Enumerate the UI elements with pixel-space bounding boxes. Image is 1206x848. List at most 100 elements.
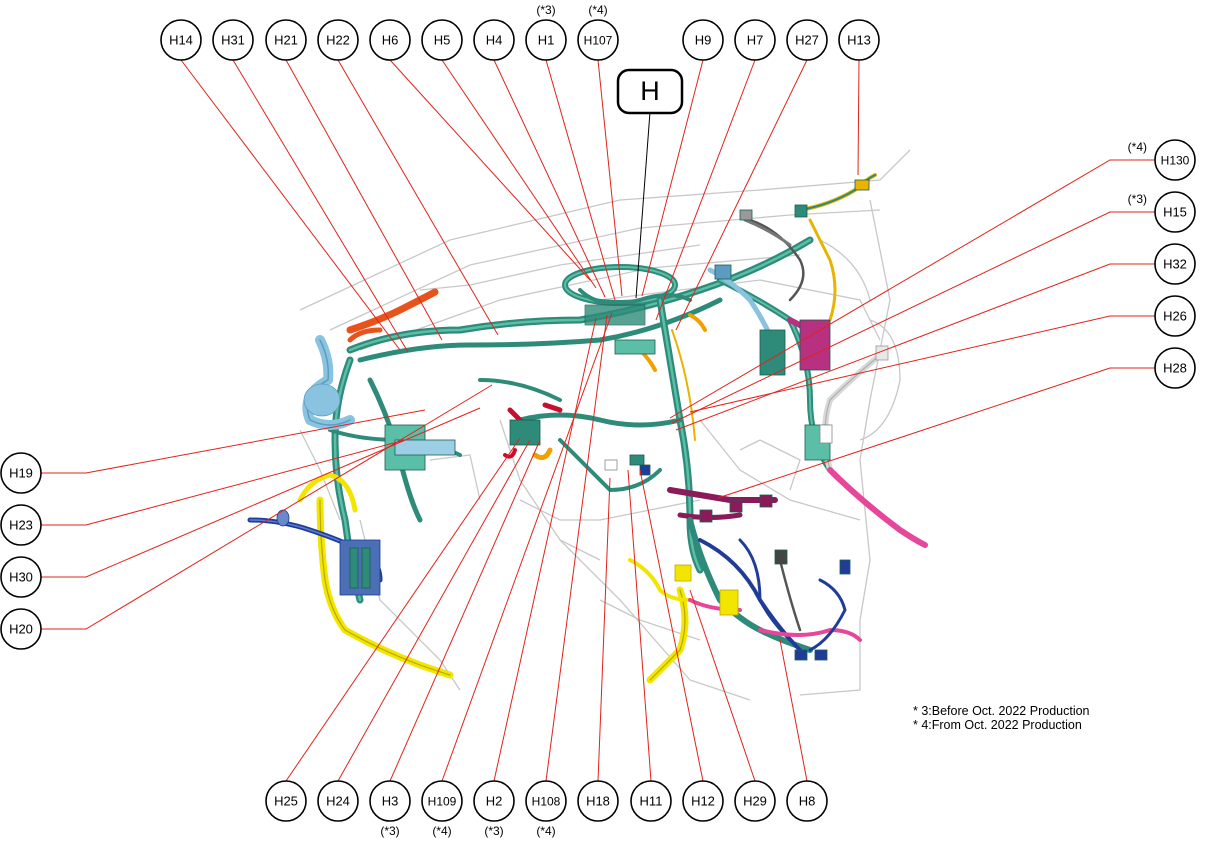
callout-circle [786, 780, 828, 822]
callout-label: H130 [1161, 154, 1190, 168]
connector-callout-h1: H1(*3) [525, 3, 567, 61]
connector-blocks [276, 179, 889, 661]
connector-callout-h9: H9 [682, 19, 724, 61]
connector-callout-h28: H28 [1154, 347, 1196, 389]
note-4: * 4:From Oct. 2022 Production [913, 718, 1082, 732]
callout-circle [0, 608, 42, 650]
leader-h21 [285, 59, 443, 341]
callout-label: H1 [538, 33, 555, 48]
callout-label: H20 [9, 622, 33, 637]
callout-circle [0, 556, 42, 598]
connector-callout-h8: H8 [786, 780, 828, 822]
connector-callout-h25: H25 [265, 780, 307, 822]
leader-h8 [779, 639, 808, 782]
callout-circle [0, 504, 42, 546]
leader-h14 [180, 59, 401, 351]
callout-circle [630, 780, 672, 822]
callout-circle [160, 19, 202, 61]
callout-circle [317, 780, 359, 822]
callout-label: H23 [9, 518, 33, 533]
callout-label: H28 [1163, 361, 1187, 376]
leader-h1 [545, 59, 616, 301]
title-box-leader [635, 111, 651, 299]
callout-production-note: (*4) [536, 824, 555, 838]
connector-callout-h27: H27 [786, 19, 828, 61]
callout-label: H11 [640, 794, 663, 809]
callout-label: H27 [795, 33, 819, 48]
callout-production-note: (*4) [588, 3, 607, 17]
connector-callout-h21: H21 [265, 19, 307, 61]
leader-h9 [641, 59, 704, 297]
callout-label: H107 [584, 34, 613, 48]
connector-callout-h5: H5 [421, 19, 463, 61]
callout-circle [0, 452, 42, 494]
leader-h12 [639, 469, 704, 782]
callout-label: H13 [847, 33, 871, 48]
callout-circle [734, 19, 776, 61]
callout-label: H2 [486, 794, 503, 809]
leader-h11 [627, 469, 652, 782]
leader-h26 [689, 315, 1155, 413]
leader-h23 [41, 439, 406, 526]
callout-label: H14 [169, 33, 193, 48]
callout-circle [473, 19, 515, 61]
leader-h130 [669, 159, 1155, 419]
callout-circle [421, 780, 463, 822]
callout-label: H22 [326, 33, 350, 48]
callout-circle [369, 780, 411, 822]
callout-circle [525, 19, 567, 61]
callout-production-note: (*3) [484, 824, 503, 838]
connector-callout-h32: H32 [1154, 243, 1196, 285]
callout-label: H109 [428, 795, 457, 809]
callout-label: H3 [382, 794, 399, 809]
callout-circle [786, 19, 828, 61]
callout-label: H7 [747, 33, 764, 48]
section-title-box: H [616, 68, 684, 115]
callout-circle [577, 780, 619, 822]
connector-callout-h24: H24 [317, 780, 359, 822]
note-3: * 3:Before Oct. 2022 Production [913, 704, 1090, 718]
callout-label: H32 [1163, 257, 1187, 272]
leader-h25 [285, 437, 521, 782]
leader-h2 [493, 317, 597, 782]
wire-harness [247, 173, 928, 684]
callout-label: H30 [9, 570, 33, 585]
leader-h15 [671, 211, 1155, 424]
connector-callout-h26: H26 [1154, 295, 1196, 337]
callout-circle [1154, 243, 1196, 285]
connector-callout-h31: H31 [212, 19, 254, 61]
callout-circle [265, 780, 307, 822]
leader-h28 [717, 367, 1155, 499]
leader-h109 [441, 312, 613, 782]
connector-callout-h130: H130 (*4) [1128, 139, 1196, 181]
production-notes: * 3:Before Oct. 2022 Production * 4:From… [913, 704, 1090, 732]
connector-callout-h13: H13 [838, 19, 880, 61]
callout-label: H6 [382, 33, 399, 48]
callout-label: H26 [1163, 309, 1187, 324]
callout-production-note: (*4) [432, 824, 451, 838]
leader-h18 [597, 477, 611, 782]
callout-circle [212, 19, 254, 61]
callout-production-note: (*4) [1128, 140, 1147, 154]
callout-circle [682, 19, 724, 61]
connector-callout-h19: H19 [0, 452, 42, 494]
leader-h3 [389, 439, 541, 782]
callout-production-note: (*3) [1128, 192, 1147, 206]
connector-callout-h107: H107 (*4) [577, 3, 619, 61]
callout-label: H108 [532, 795, 561, 809]
callout-label: H18 [586, 794, 610, 809]
leader-h31 [232, 59, 409, 353]
leader-h20 [41, 384, 493, 630]
leader-h4 [493, 59, 606, 298]
connector-callout-h2: H2 (*3) [473, 780, 515, 838]
callout-circle [525, 780, 567, 822]
callout-circle [265, 19, 307, 61]
callout-label: H19 [9, 466, 33, 481]
leader-h29 [689, 589, 756, 782]
callout-label: H24 [326, 794, 350, 809]
callout-label: H15 [1163, 205, 1187, 220]
callout-circle [317, 19, 359, 61]
callout-label: H12 [691, 794, 715, 809]
connector-callout-h20: H20 [0, 608, 42, 650]
